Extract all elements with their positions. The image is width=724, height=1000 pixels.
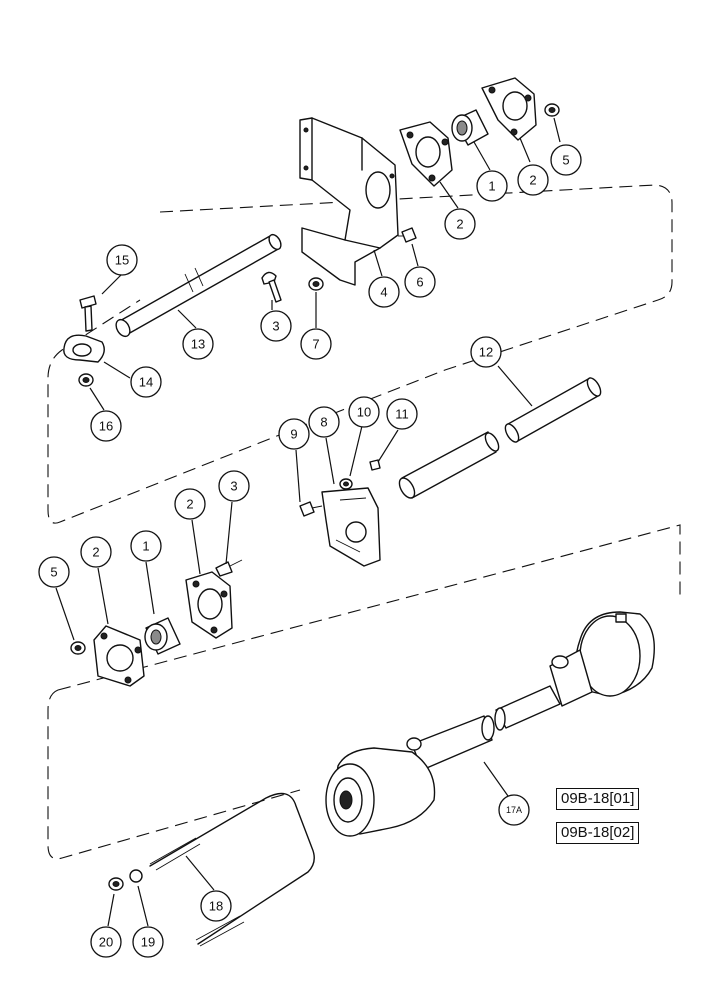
nut-5-lower	[70, 641, 86, 655]
svg-text:3: 3	[230, 479, 237, 494]
callout-5-lower: 5	[38, 556, 70, 588]
svg-text:5: 5	[562, 153, 569, 168]
svg-text:6: 6	[416, 275, 423, 290]
callout-16: 16	[90, 410, 122, 442]
svg-text:20: 20	[99, 935, 113, 950]
flange-bearing-housing-left	[399, 121, 453, 187]
callout-1-lower: 1	[130, 530, 162, 562]
callout-2-lower-left: 2	[80, 536, 112, 568]
bolt-6	[398, 227, 417, 243]
threaded-rod	[149, 792, 315, 947]
tube-12-lower	[398, 431, 500, 499]
callout-7: 7	[300, 328, 332, 360]
svg-text:2: 2	[186, 497, 193, 512]
svg-text:19: 19	[141, 935, 155, 950]
reference-label-02: 09B-18[02]	[556, 822, 640, 844]
svg-text:12: 12	[479, 345, 493, 360]
nut-16	[78, 373, 94, 387]
reference-label-01: 09B-18[01]	[556, 788, 640, 810]
svg-text:11: 11	[395, 407, 409, 422]
callout-3-lower: 3	[218, 470, 250, 502]
callout-1-top: 1	[476, 170, 508, 202]
callout-2-lower-right: 2	[174, 488, 206, 520]
svg-text:14: 14	[139, 375, 153, 390]
svg-text:4: 4	[380, 285, 387, 300]
callout-18: 18	[200, 890, 232, 922]
flange-bearing-housing-lower-left	[93, 625, 145, 687]
shaft	[115, 233, 282, 338]
bearing-insert-top	[451, 109, 489, 146]
callout-9: 9	[278, 418, 310, 450]
callout-2-top-right: 2	[517, 164, 549, 196]
callout-20: 20	[90, 926, 122, 958]
svg-text:1: 1	[488, 179, 495, 194]
svg-text:2: 2	[456, 217, 463, 232]
driveline-clutch-housing	[325, 747, 436, 837]
washer-19	[129, 869, 143, 883]
driveline-outer-tube	[406, 715, 495, 771]
flange-bearing-housing-lower-right	[185, 571, 233, 639]
svg-text:17A: 17A	[506, 805, 522, 815]
carriage-bolt-3-top	[261, 271, 282, 303]
callout-11: 11	[386, 398, 418, 430]
svg-text:2: 2	[92, 545, 99, 560]
callout-5-top: 5	[550, 144, 582, 176]
callout-10: 10	[348, 396, 380, 428]
svg-text:16: 16	[99, 419, 113, 434]
callout-3-top: 3	[260, 310, 292, 342]
callout-6: 6	[404, 266, 436, 298]
svg-text:7: 7	[312, 337, 319, 352]
nut-10	[339, 478, 353, 490]
callout-14: 14	[130, 366, 162, 398]
driveline-yoke-end	[549, 611, 655, 707]
callout-8: 8	[308, 406, 340, 438]
nut-top-right	[544, 103, 560, 117]
flange-bearing-housing-right	[481, 77, 537, 141]
assembly-boundary-lower	[47, 524, 681, 860]
assembly-boundary-upper	[47, 184, 673, 524]
callout-12: 12	[470, 336, 502, 368]
svg-text:3: 3	[272, 319, 279, 334]
svg-text:2: 2	[529, 173, 536, 188]
svg-text:8: 8	[320, 415, 327, 430]
driveline-inner-tube	[494, 685, 561, 731]
nut-20	[108, 877, 124, 891]
callout-13: 13	[182, 328, 214, 360]
leader-lines	[55, 117, 561, 927]
callout-15: 15	[106, 244, 138, 276]
svg-text:9: 9	[290, 427, 297, 442]
bearing-insert-lower	[144, 617, 181, 655]
callout-17a: 17A	[498, 794, 530, 826]
bolt-15	[79, 295, 97, 332]
svg-text:10: 10	[357, 405, 371, 420]
bolt-3-lower	[215, 559, 243, 577]
mounting-bracket	[299, 117, 399, 286]
svg-text:15: 15	[115, 253, 129, 268]
callout-2-top-left: 2	[444, 208, 476, 240]
svg-text:18: 18	[209, 899, 223, 914]
guide-plate	[321, 487, 381, 567]
bolt-9	[299, 501, 323, 517]
nut-7	[308, 277, 324, 291]
callout-19: 19	[132, 926, 164, 958]
svg-text:1: 1	[142, 539, 149, 554]
callout-4: 4	[368, 276, 400, 308]
screw-11	[369, 459, 381, 471]
svg-text:13: 13	[191, 337, 205, 352]
clamp-14	[63, 334, 105, 363]
svg-text:5: 5	[50, 565, 57, 580]
tube-12-upper	[504, 377, 602, 443]
